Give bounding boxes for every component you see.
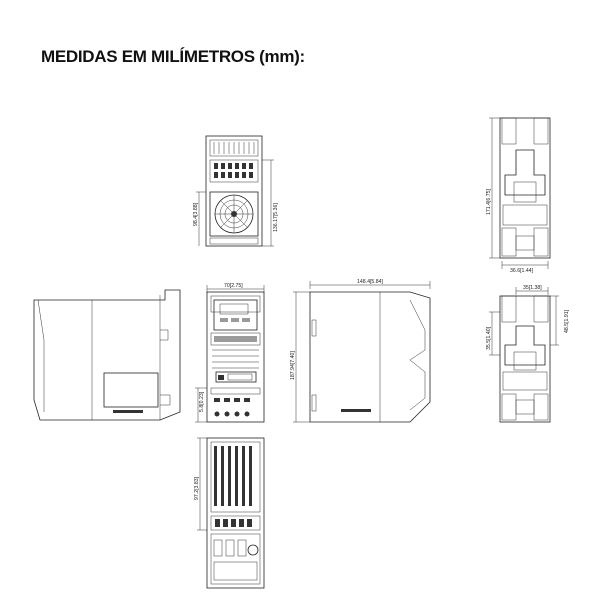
side-width-label: 148.4[5.84] (357, 279, 384, 285)
rear-bottom-width-label: 35[1.38] (523, 285, 542, 291)
rear-view-bottom: 35[1.38] 48.5[1.91] 35.5[1.40] (486, 285, 570, 423)
rear-view-top: 171.4[6.75] 36.6[1.44] (486, 117, 551, 274)
front-bottom-offset-label: 5.8[0.23] (199, 391, 205, 412)
bottom-view-height-label: 97.2[3.83] (194, 476, 200, 500)
front-view: 70[2.75] 5.8[0.23] (195, 283, 265, 423)
rear-top-height-label: 171.4[6.75] (486, 188, 492, 215)
right-side-view: 148.4[5.84] 187.94[7.40] (290, 279, 431, 423)
rear-bottom-left-height-label: 35.5[1.40] (486, 326, 492, 350)
rear-top-width-label: 36.6[1.44] (510, 268, 534, 274)
top-view-height-1-label: 98.4[3.88] (193, 202, 199, 226)
rear-bottom-right-height-label: 48.5[1.91] (564, 309, 570, 333)
bottom-view: 97.2[3.83] (194, 437, 265, 589)
front-width-label: 70[2.75] (224, 283, 243, 289)
front-height-label: 187.94[7.40] (290, 351, 296, 380)
page-title: MEDIDAS EM MILÍMETROS (mm): (41, 47, 305, 66)
top-view-height-2-label: 136.17[5.36] (273, 203, 279, 232)
top-view: 98.4[3.88] 136.17[5.36] (193, 135, 279, 247)
left-side-view (33, 289, 181, 421)
